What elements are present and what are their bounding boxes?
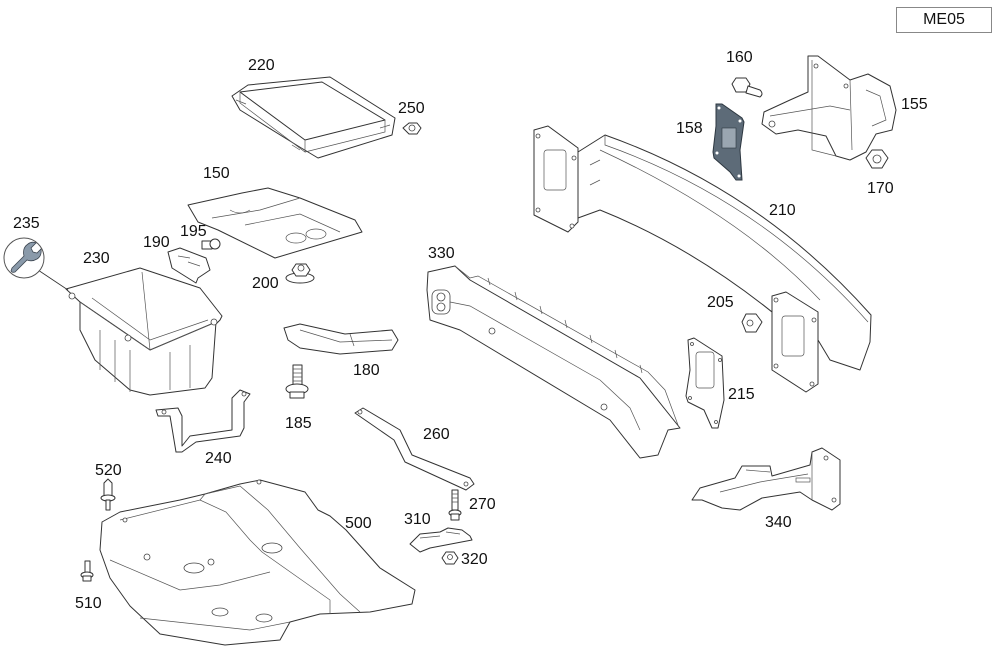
part-510-screw[interactable] — [80, 560, 94, 582]
label-215[interactable]: 215 — [728, 386, 755, 403]
part-320-nut[interactable] — [441, 551, 459, 565]
label-205[interactable]: 205 — [707, 294, 734, 311]
wrench-icon — [10, 241, 42, 273]
part-215-gasket[interactable] — [685, 337, 725, 429]
part-500-underbody-panel[interactable] — [99, 479, 416, 646]
part-220-cover[interactable] — [231, 76, 396, 159]
label-158[interactable]: 158 — [676, 120, 703, 137]
part-235-tool-symbol[interactable] — [3, 237, 69, 291]
label-235[interactable]: 235 — [13, 215, 40, 232]
label-340[interactable]: 340 — [765, 514, 792, 531]
label-510[interactable]: 510 — [75, 595, 102, 612]
label-220[interactable]: 220 — [248, 57, 275, 74]
part-250-nut[interactable] — [402, 122, 422, 135]
part-170-nut[interactable] — [865, 149, 889, 169]
label-240[interactable]: 240 — [205, 450, 232, 467]
label-200[interactable]: 200 — [252, 275, 279, 292]
label-180[interactable]: 180 — [353, 362, 380, 379]
part-205-spacer[interactable] — [741, 313, 763, 333]
label-190[interactable]: 190 — [143, 234, 170, 251]
part-155-bracket[interactable] — [761, 55, 897, 161]
part-200-nut[interactable] — [285, 263, 315, 284]
part-240-bracket[interactable] — [155, 389, 251, 453]
part-185-bolt[interactable] — [285, 364, 309, 399]
label-170[interactable]: 170 — [867, 180, 894, 197]
part-340-bracket[interactable] — [691, 447, 841, 511]
label-185[interactable]: 185 — [285, 415, 312, 432]
label-150[interactable]: 150 — [203, 165, 230, 182]
part-270-screw[interactable] — [448, 489, 462, 521]
label-155[interactable]: 155 — [901, 96, 928, 113]
part-230-tray[interactable] — [65, 267, 223, 396]
part-180-holder[interactable] — [283, 323, 399, 355]
label-210[interactable]: 210 — [769, 202, 796, 219]
label-310[interactable]: 310 — [404, 511, 431, 528]
part-158-seal[interactable] — [712, 103, 745, 181]
label-270[interactable]: 270 — [469, 496, 496, 513]
part-190-bracket[interactable] — [167, 247, 211, 284]
part-150-mat[interactable] — [187, 187, 363, 259]
label-500[interactable]: 500 — [345, 515, 372, 532]
part-330-side-member[interactable] — [426, 265, 681, 459]
part-195-clip[interactable] — [201, 238, 221, 250]
part-260-strut[interactable] — [354, 407, 475, 491]
part-210-bumper-beam[interactable] — [533, 125, 872, 393]
label-330[interactable]: 330 — [428, 245, 455, 262]
label-230[interactable]: 230 — [83, 250, 110, 267]
sheet-id-box: ME05 — [896, 7, 992, 33]
label-160[interactable]: 160 — [726, 49, 753, 66]
label-320[interactable]: 320 — [461, 551, 488, 568]
part-160-bolt[interactable] — [731, 77, 763, 98]
part-520-rivet[interactable] — [100, 478, 116, 511]
label-260[interactable]: 260 — [423, 426, 450, 443]
label-250[interactable]: 250 — [398, 100, 425, 117]
label-195[interactable]: 195 — [180, 223, 207, 240]
label-520[interactable]: 520 — [95, 462, 122, 479]
part-310-clamp[interactable] — [409, 527, 473, 553]
